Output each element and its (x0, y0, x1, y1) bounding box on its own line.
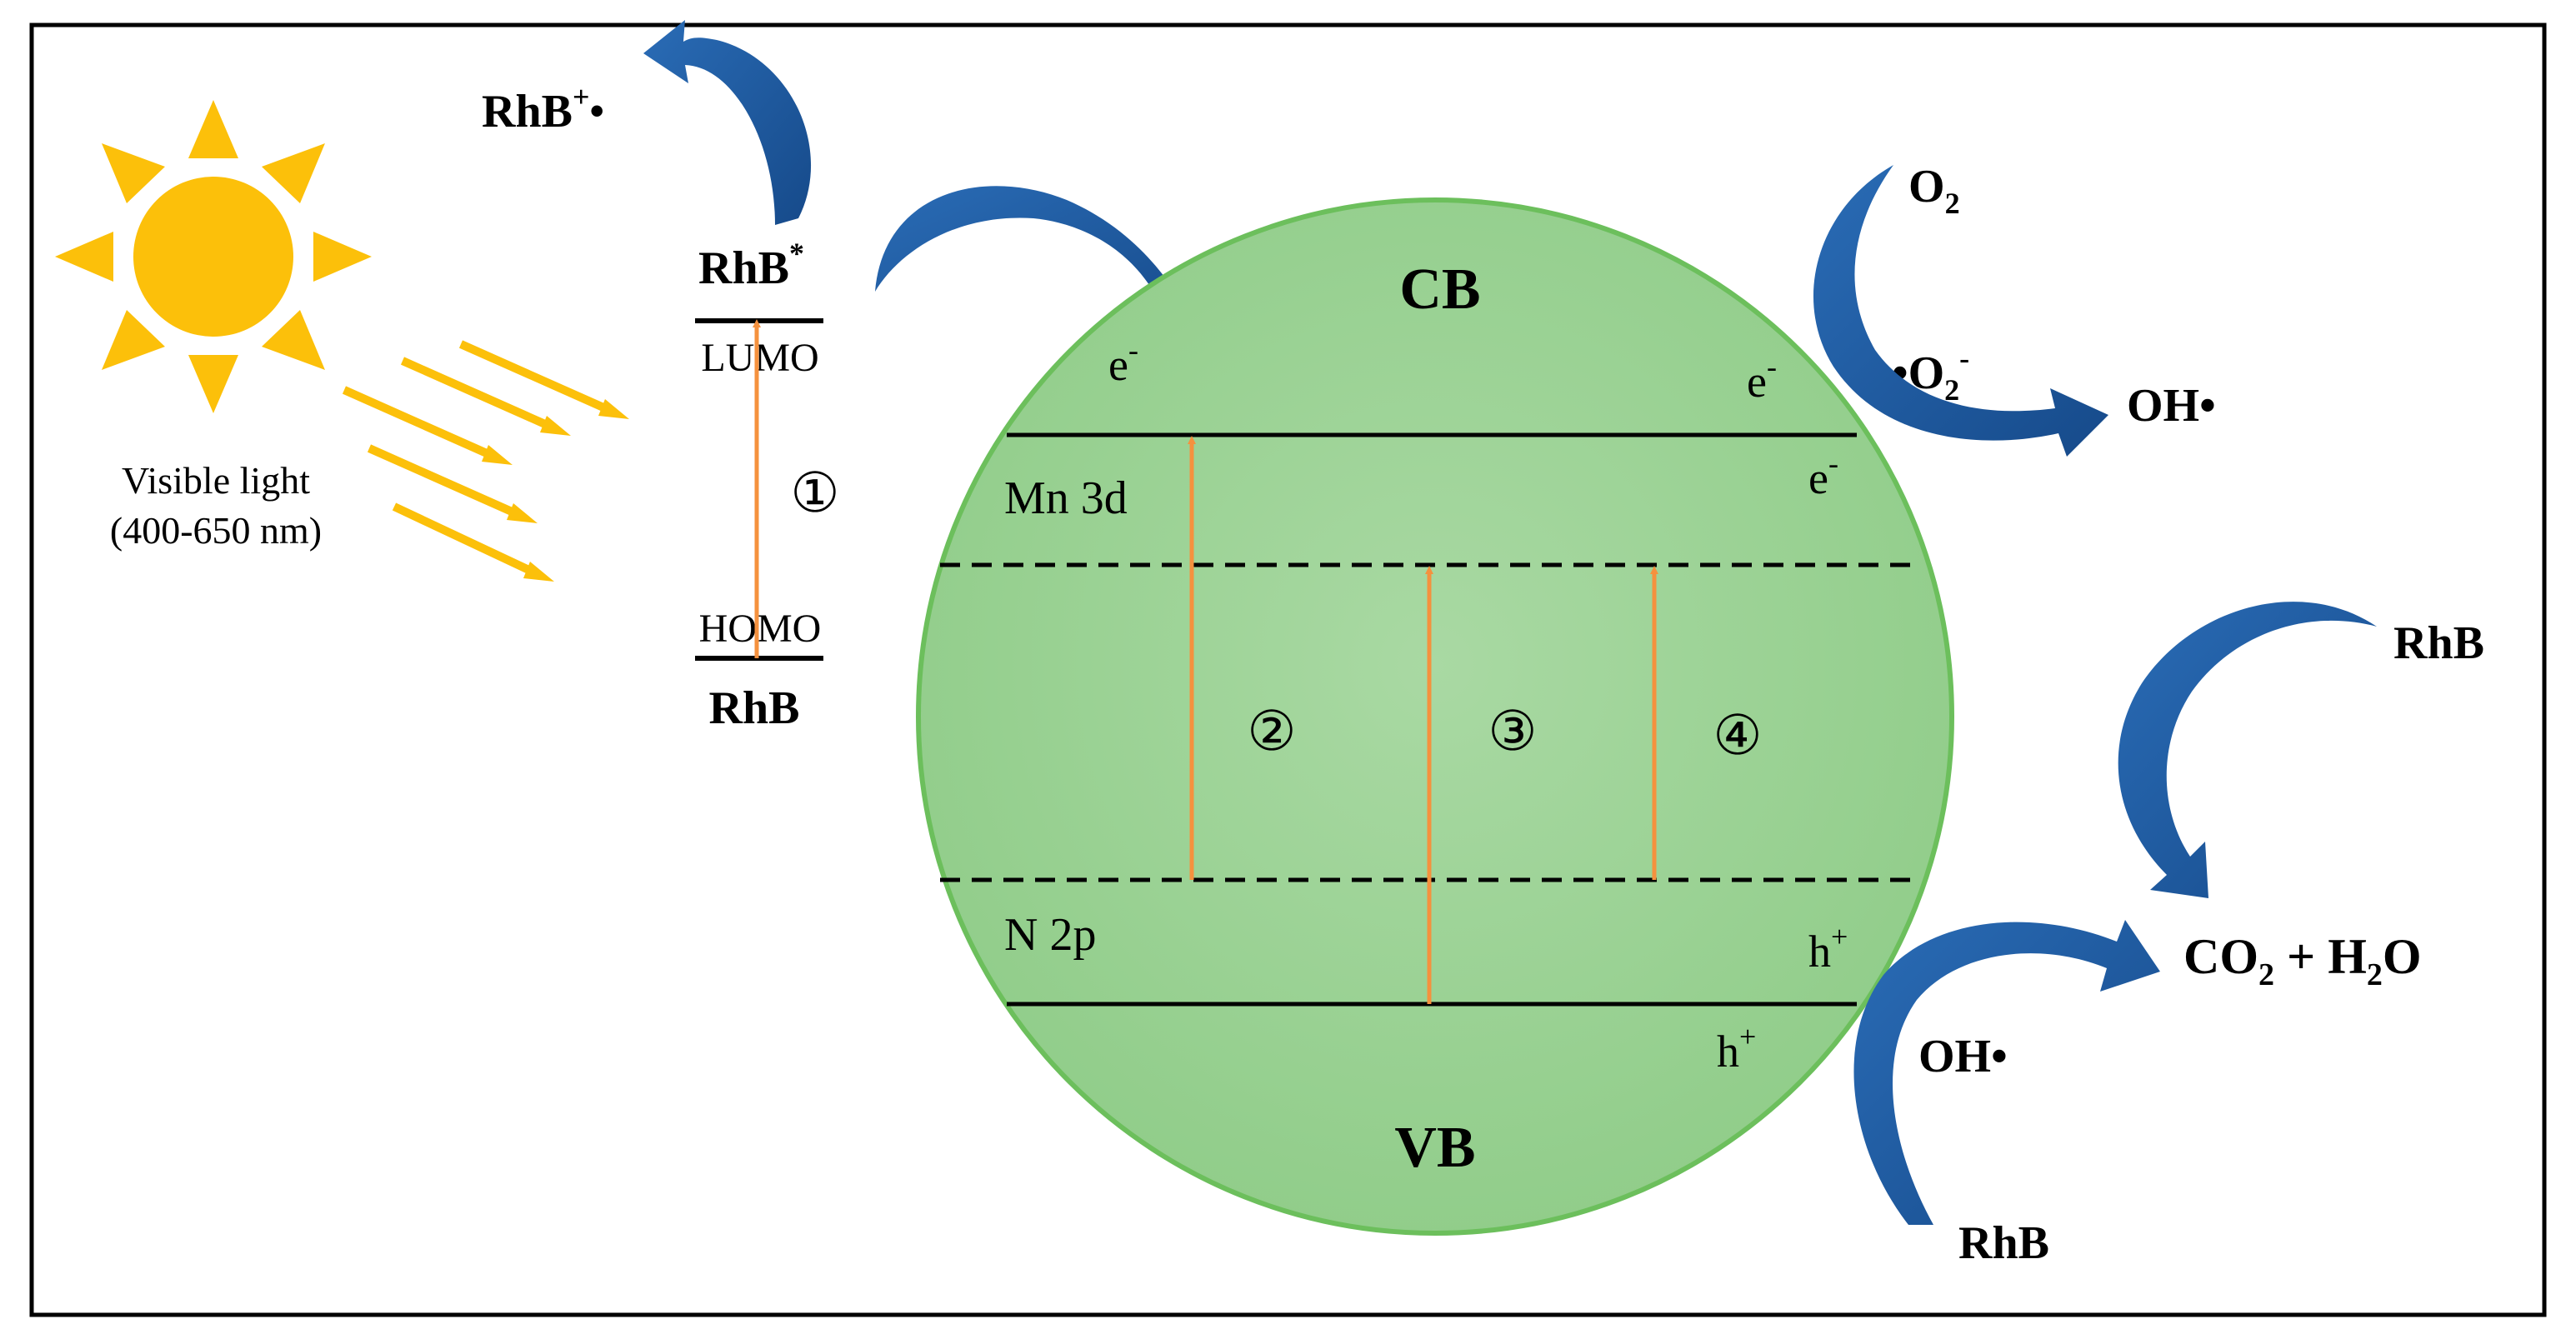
rhb-bottom-label: RhB (1958, 1217, 2049, 1269)
light-ray (392, 502, 554, 582)
homo-label: HOMO (699, 607, 822, 651)
transition-label-1: ① (790, 463, 839, 524)
hole-label: h+ (1808, 920, 1848, 977)
hole-label: h+ (1717, 1020, 1756, 1077)
photocatalyst-particle (916, 197, 1954, 1236)
light-label-line2: (400-650 nm) (110, 509, 322, 552)
electron-label: e- (1747, 350, 1777, 407)
transition-label-4: ④ (1713, 706, 1762, 767)
electron-label: e- (1808, 447, 1838, 503)
products-label: CO2 + H2O (2183, 929, 2422, 992)
rhb-excited-label: RhB* (698, 237, 804, 294)
curved-arrow-to-cb (875, 186, 1200, 333)
light-ray (400, 357, 571, 436)
light-ray (342, 386, 513, 465)
rhb-ground-label: RhB (709, 682, 800, 734)
rhb-radical-label: RhB+• (482, 80, 604, 137)
n-2p-label: N 2p (1004, 909, 1096, 961)
sun-icon (55, 100, 372, 413)
curved-arrow-oh-bottom (1853, 920, 2160, 1225)
mn-3d-label: Mn 3d (1004, 472, 1128, 524)
oh-radical-top-label: OH• (2127, 380, 2216, 432)
curved-arrow-superoxide (1813, 165, 2108, 457)
transition-label-3: ③ (1488, 702, 1537, 762)
electron-label: e- (1108, 333, 1138, 390)
curved-arrow-rhb-top (2118, 602, 2377, 898)
light-ray (458, 340, 629, 419)
curved-arrow-to-radical (643, 20, 812, 225)
transition-label-2: ② (1247, 702, 1296, 762)
vb-label: VB (1394, 1116, 1475, 1180)
oh-radical-bottom-label: OH• (1918, 1031, 2008, 1082)
cb-label: CB (1399, 257, 1480, 322)
light-ray (367, 444, 538, 523)
o2-label: O2 (1908, 161, 1960, 220)
rhb-top-right-label: RhB (2393, 617, 2484, 669)
figure-frame (29, 22, 2547, 1317)
light-rays (342, 340, 629, 582)
lumo-label: LUMO (701, 336, 818, 380)
light-label-line1: Visible light (122, 459, 310, 502)
